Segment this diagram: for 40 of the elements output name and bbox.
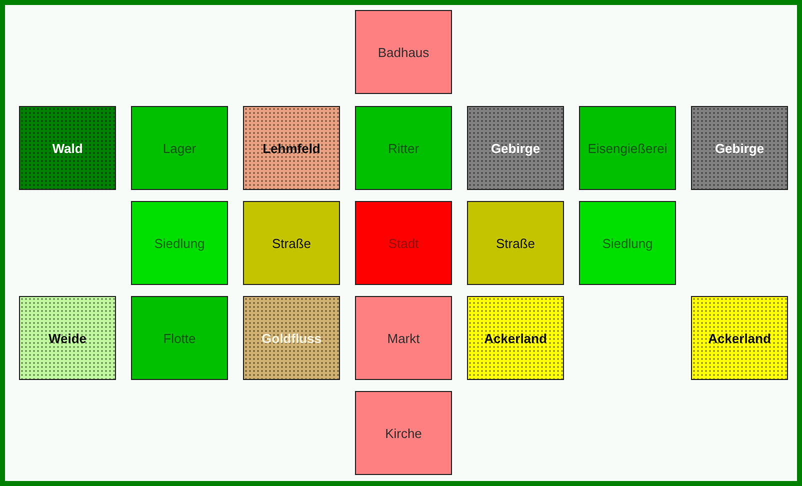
tile-label: Kirche [385, 426, 422, 440]
map-tile [467, 106, 564, 190]
tile-label: Lehmfeld [262, 140, 320, 156]
map-tile [355, 106, 452, 190]
map-tile [579, 201, 676, 285]
map-tile [131, 106, 228, 190]
map-tile [579, 106, 676, 190]
map-tile [19, 296, 116, 380]
map-tile [243, 201, 340, 285]
tile-label: Ackerland [484, 330, 547, 346]
map-tile [355, 201, 452, 285]
map-tile [19, 106, 116, 190]
tile-label: Stadt [388, 236, 419, 250]
map-tile [131, 201, 228, 285]
map-tile [355, 10, 452, 94]
tile-label: Markt [387, 330, 420, 346]
tile-label: Wald [52, 140, 83, 156]
tile-label: Badhaus [378, 44, 430, 60]
tile-label: Lager [162, 140, 196, 156]
tile-label: Ritter [388, 140, 420, 156]
map-tile [467, 201, 564, 285]
map-tile [691, 296, 788, 380]
tile-label: Gebirge [714, 140, 764, 156]
tile-label: Goldfluss [262, 330, 322, 346]
tile-label: Weide [48, 330, 87, 346]
tile-label: Siedlung [154, 236, 205, 250]
map-tile [691, 106, 788, 190]
tile-label: Straße [496, 236, 535, 250]
tile-label: Ackerland [708, 330, 771, 346]
tile-label: Straße [272, 236, 311, 250]
map-tile [355, 296, 452, 380]
map-tile [355, 391, 452, 475]
map-tile [131, 296, 228, 380]
map-tile [243, 106, 340, 190]
tile-label: Flotte [163, 330, 196, 346]
tile-label: Siedlung [602, 236, 653, 250]
tile-label: Gebirge [490, 140, 540, 156]
map-tile [243, 296, 340, 380]
map-tile [467, 296, 564, 380]
tile-label: Eisengießerei [588, 140, 668, 156]
